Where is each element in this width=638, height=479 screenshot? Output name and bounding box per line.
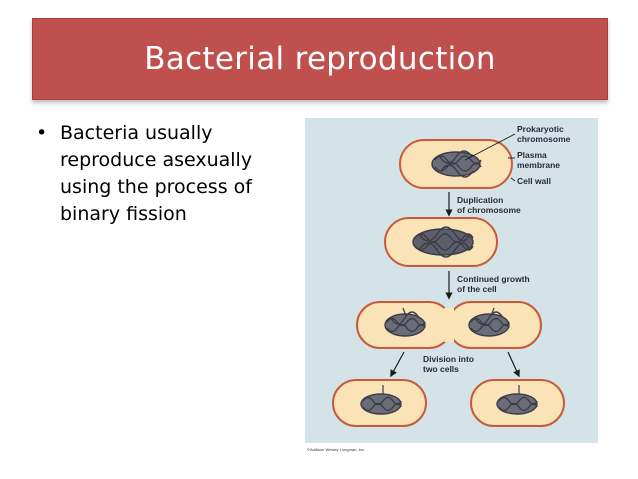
chromosome-stage-2 — [412, 226, 474, 258]
label-prokaryotic: Prokaryotic — [517, 124, 564, 134]
chromosome-stage-3-right — [468, 311, 510, 337]
label-continued-growth: Continued growth — [457, 274, 530, 284]
label-membrane: membrane — [517, 160, 560, 170]
figure-copyright: ©Addison Wesley Longman, Inc. — [307, 447, 365, 452]
title-bar: Bacterial reproduction — [32, 18, 608, 100]
label-division-into: Division into — [423, 354, 474, 364]
label-chromosome: chromosome — [517, 134, 571, 144]
label-of-chromosome: of chromosome — [457, 205, 521, 215]
leader-cell-wall — [510, 177, 516, 182]
label-duplication: Duplication — [457, 195, 503, 205]
slide-title: Bacterial reproduction — [144, 41, 496, 77]
membrane-attachment-right — [490, 307, 495, 317]
cell-stage-3-junction — [444, 308, 454, 342]
chromosome-daughter-left — [360, 393, 402, 415]
bullet-list: • Bacteria usually reproduce asexually u… — [36, 120, 286, 228]
binary-fission-diagram: Prokaryotic chromosome Plasma membrane C… — [305, 118, 598, 456]
arrow-division-right — [507, 351, 520, 378]
membrane-attachment-left — [402, 307, 407, 317]
label-of-the-cell: of the cell — [457, 284, 497, 294]
label-two-cells: two cells — [423, 364, 459, 374]
leader-chromosome — [464, 133, 516, 161]
label-cell-wall: Cell wall — [517, 176, 551, 186]
chromosome-stage-3-left — [384, 311, 426, 337]
label-plasma: Plasma — [517, 150, 547, 160]
bullet-marker: • — [36, 122, 48, 144]
chromosome-daughter-right — [496, 393, 538, 415]
arrow-division-left — [390, 351, 405, 378]
bullet-text: Bacteria usually reproduce asexually usi… — [60, 122, 253, 225]
binary-fission-svg: Prokaryotic chromosome Plasma membrane C… — [305, 118, 598, 452]
